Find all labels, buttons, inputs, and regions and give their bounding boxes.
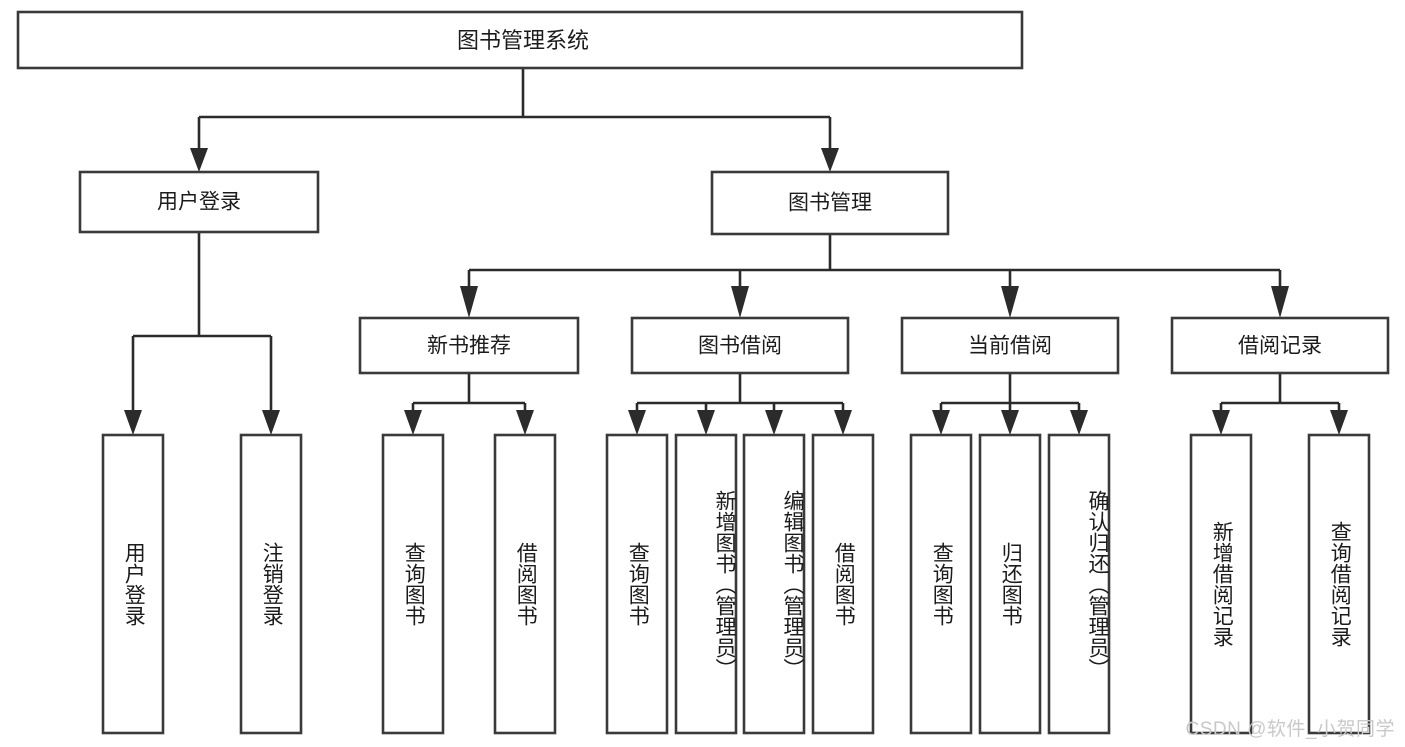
node-book-manage-label: 图书管理 (788, 192, 872, 215)
node-leaf-add-book-box[interactable] (674, 433, 738, 735)
arrowhead-leaf-query-book-2 (628, 410, 646, 435)
node-leaf-query-record-box[interactable] (1307, 433, 1371, 735)
node-user-login-box[interactable] (78, 170, 320, 234)
arrowhead-book-borrow (731, 286, 749, 318)
arrowhead-leaf-query-record (1330, 410, 1348, 435)
arrowhead-user-login (190, 148, 208, 172)
node-leaf-borrow-book-1-box[interactable] (493, 433, 557, 735)
node-book-manage[interactable]: 图书管理 (710, 170, 950, 236)
node-root-box[interactable] (16, 10, 1024, 70)
node-current-borrow-label: 当前借阅 (968, 335, 1052, 358)
connector-group-book-manage (460, 234, 1289, 318)
node-leaf-user-logout-box[interactable] (239, 433, 303, 735)
node-new-book-recommend-label: 新书推荐 (427, 335, 511, 358)
node-borrow-record-box[interactable] (1170, 316, 1390, 375)
connector-group-book-borrow (628, 373, 852, 435)
node-user-login[interactable]: 用户登录 (78, 170, 320, 234)
arrowhead-borrow-record (1271, 286, 1289, 318)
node-leaf-query-book-2-box[interactable] (605, 433, 669, 735)
arrowhead-new-book-recommend (460, 286, 478, 318)
node-book-borrow[interactable]: 图书借阅 (630, 316, 850, 375)
arrowhead-leaf-confirm-return (1070, 410, 1088, 435)
node-book-manage-box[interactable] (710, 170, 950, 236)
node-leaf-borrow-book-2-box[interactable] (811, 433, 875, 735)
node-leaf-return-book-box[interactable] (978, 433, 1042, 735)
connector-group-user-login (124, 232, 280, 435)
node-borrow-record[interactable]: 借阅记录 (1170, 316, 1390, 375)
connector-group-root (190, 68, 839, 172)
node-root-label: 图书管理系统 (457, 28, 589, 53)
arrowhead-current-borrow (1001, 286, 1019, 318)
arrowhead-leaf-add-record (1212, 410, 1230, 435)
arrowhead-book-manage (821, 148, 839, 172)
node-current-borrow[interactable]: 当前借阅 (900, 316, 1120, 375)
node-new-book-recommend[interactable]: 新书推荐 (358, 316, 580, 375)
arrowhead-leaf-add-book (697, 410, 715, 435)
arrowhead-leaf-user-login (124, 410, 142, 435)
connector-group-borrow-record (1212, 373, 1348, 435)
node-leaf-query-book-1-box[interactable] (381, 433, 445, 735)
arrowhead-leaf-edit-book (765, 410, 783, 435)
node-current-borrow-box[interactable] (900, 316, 1120, 375)
connector-group-current-borrow (932, 373, 1088, 435)
arrowhead-leaf-return-book (1001, 410, 1019, 435)
node-book-borrow-label: 图书借阅 (698, 335, 782, 358)
node-leaf-query-book-3-box[interactable] (909, 433, 973, 735)
arrowhead-leaf-query-book-3 (932, 410, 950, 435)
connector-group-new-book-recommend (404, 373, 534, 435)
node-leaf-user-login-box[interactable] (101, 433, 165, 735)
node-book-borrow-box[interactable] (630, 316, 850, 375)
arrowhead-leaf-query-book-1 (404, 410, 422, 435)
node-borrow-record-label: 借阅记录 (1238, 335, 1322, 358)
node-leaf-edit-book-box[interactable] (742, 433, 806, 735)
node-new-book-recommend-box[interactable] (358, 316, 580, 375)
arrowhead-leaf-borrow-book-1 (516, 410, 534, 435)
node-leaf-confirm-return-box[interactable] (1047, 433, 1111, 735)
arrowhead-leaf-user-logout (262, 410, 280, 435)
csdn-watermark: CSDN @软件_小贺同学 (1185, 719, 1395, 740)
node-user-login-label: 用户登录 (157, 191, 241, 214)
node-leaf-add-record-box[interactable] (1189, 433, 1253, 735)
node-root[interactable]: 图书管理系统 (16, 10, 1024, 70)
arrowhead-leaf-borrow-book-2 (834, 410, 852, 435)
